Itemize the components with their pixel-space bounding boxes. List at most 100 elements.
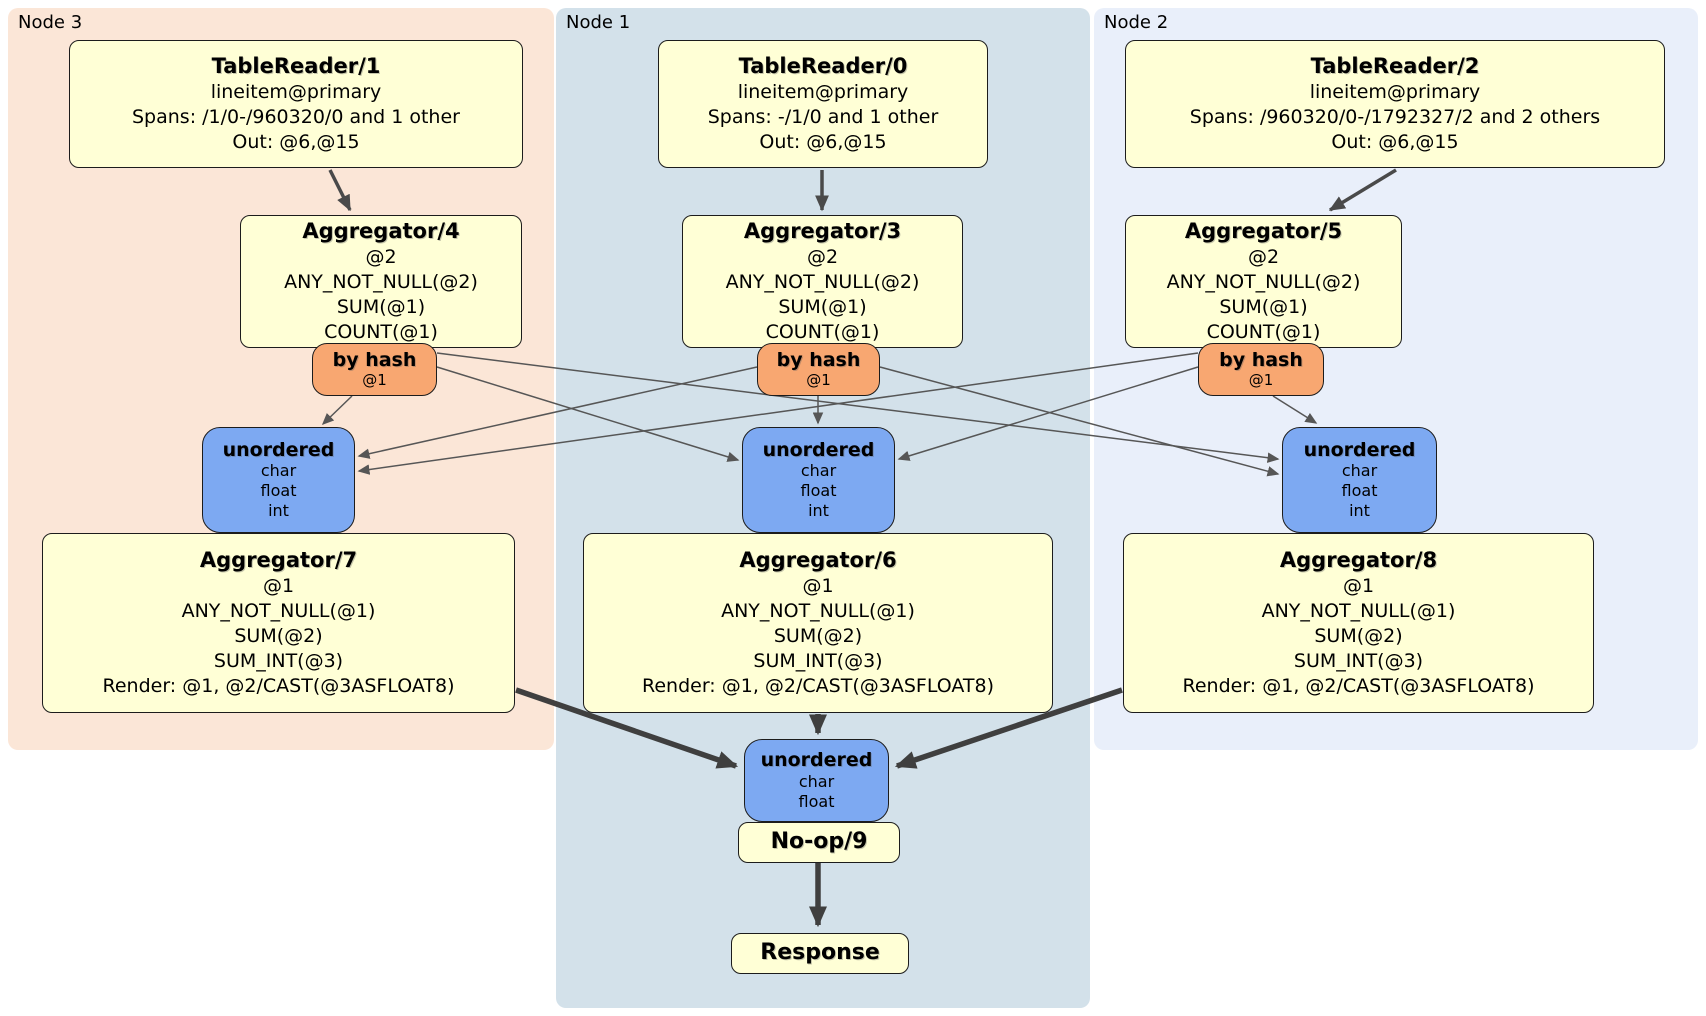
edge-hash4-sync3: [321, 395, 353, 426]
agg-func: SUM_INT(@3): [1293, 650, 1424, 673]
group-cols: @2: [1247, 245, 1280, 268]
sync-title: unordered: [760, 749, 873, 772]
sync-type: char: [798, 771, 835, 791]
agg-func: COUNT(@1): [1206, 321, 1321, 344]
edge-hash5-sync3: [357, 352, 1199, 475]
router-title: by hash: [776, 349, 861, 372]
sync-unordered-node2: unordered char float int: [1282, 427, 1437, 533]
processor-noop-9: No-op/9: [738, 822, 900, 863]
render-expr: Render: @1, @2/CAST(@3ASFLOAT8): [642, 675, 994, 698]
agg-func: SUM_INT(@3): [753, 650, 883, 673]
router-title: by hash: [1219, 349, 1303, 372]
response-node: Response: [731, 933, 909, 974]
edge-hash3-sync2: [879, 366, 1280, 477]
sync-unordered-final: unordered char float: [744, 739, 889, 822]
router-by-hash-node3: by hash @1: [312, 343, 437, 396]
sync-unordered-node1: unordered char float int: [742, 427, 895, 533]
sync-type: float: [260, 481, 297, 501]
sync-title: unordered: [222, 438, 335, 461]
agg-func: ANY_NOT_NULL(@1): [721, 600, 915, 623]
router-by-hash-node1: by hash @1: [757, 343, 880, 396]
edge-tr1-agg4: [328, 169, 352, 212]
group-cols: @2: [365, 245, 397, 268]
agg-func: ANY_NOT_NULL(@2): [284, 271, 478, 294]
processor-spans: Spans: /1/0-/960320/0 and 1 other: [132, 106, 460, 129]
processor-title: No-op/9: [770, 829, 868, 855]
edge-agg8-final-sync: [894, 687, 1123, 769]
sync-type: float: [800, 481, 837, 501]
processor-out: Out: @6,@15: [1331, 131, 1459, 154]
processor-tablereader-0: TableReader/0 lineitem@primary Spans: -/…: [658, 40, 988, 168]
processor-index: lineitem@primary: [210, 81, 382, 104]
edge-tr2-agg5: [1328, 168, 1397, 212]
response-title: Response: [760, 940, 880, 966]
sync-type: float: [1341, 481, 1378, 501]
sync-type: int: [268, 501, 289, 521]
processor-title: TableReader/1: [211, 53, 381, 78]
router-by-hash-node2: by hash @1: [1198, 343, 1324, 396]
processor-aggregator-8: Aggregator/8 @1 ANY_NOT_NULL(@1) SUM(@2)…: [1123, 533, 1594, 713]
agg-func: SUM(@1): [778, 296, 867, 319]
router-cols: @1: [806, 371, 831, 390]
sync-unordered-node3: unordered char float int: [202, 427, 355, 533]
processor-index: lineitem@primary: [1309, 81, 1481, 104]
processor-spans: Spans: /960320/0-/1792327/2 and 2 others: [1189, 106, 1601, 129]
agg-func: SUM(@1): [1219, 296, 1308, 319]
edge-hash4-sync2: [436, 352, 1280, 463]
processor-aggregator-5: Aggregator/5 @2 ANY_NOT_NULL(@2) SUM(@1)…: [1125, 215, 1402, 348]
processor-aggregator-3: Aggregator/3 @2 ANY_NOT_NULL(@2) SUM(@1)…: [682, 215, 963, 348]
processor-title: TableReader/2: [1310, 53, 1480, 78]
router-title: by hash: [332, 349, 417, 372]
agg-func: COUNT(@1): [765, 321, 880, 344]
group-cols: @1: [802, 574, 834, 597]
group-cols: @1: [262, 574, 295, 597]
edge-hash3-sync3: [357, 366, 758, 459]
agg-func: SUM(@2): [773, 625, 863, 648]
group-cols: @1: [1342, 574, 1375, 597]
processor-out: Out: @6,@15: [232, 131, 360, 154]
processor-aggregator-6: Aggregator/6 @1 ANY_NOT_NULL(@1) SUM(@2)…: [583, 533, 1053, 713]
edge-hash5-sync1: [897, 366, 1199, 461]
node-3-label: Node 3: [18, 12, 83, 33]
sync-type: char: [1341, 461, 1378, 481]
processor-tablereader-1: TableReader/1 lineitem@primary Spans: /1…: [69, 40, 523, 168]
processor-out: Out: @6,@15: [759, 131, 887, 154]
processor-title: Aggregator/8: [1279, 547, 1438, 572]
node-1-label: Node 1: [566, 12, 631, 33]
group-cols: @2: [806, 245, 839, 268]
sync-type: char: [800, 461, 837, 481]
edge-hash4-sync1: [436, 366, 740, 462]
processor-title: Aggregator/7: [199, 547, 358, 572]
agg-func: SUM(@2): [234, 625, 323, 648]
agg-func: SUM(@2): [1314, 625, 1403, 648]
edge-agg7-final-sync: [515, 687, 739, 769]
agg-func: ANY_NOT_NULL(@1): [1261, 600, 1456, 623]
router-cols: @1: [1248, 371, 1274, 390]
processor-title: Aggregator/5: [1184, 218, 1343, 243]
processor-title: TableReader/0: [738, 53, 908, 78]
render-expr: Render: @1, @2/CAST(@3ASFLOAT8): [102, 675, 455, 698]
agg-func: ANY_NOT_NULL(@2): [725, 271, 920, 294]
sync-title: unordered: [762, 438, 875, 461]
agg-func: SUM_INT(@3): [213, 650, 344, 673]
processor-title: Aggregator/3: [743, 218, 902, 243]
processor-title: Aggregator/4: [302, 218, 460, 243]
node-2-label: Node 2: [1104, 12, 1169, 33]
processor-spans: Spans: -/1/0 and 1 other: [707, 106, 939, 129]
edge-hash5-sync2: [1272, 395, 1318, 424]
processor-tablereader-2: TableReader/2 lineitem@primary Spans: /9…: [1125, 40, 1665, 168]
processor-title: Aggregator/6: [739, 547, 897, 572]
agg-func: ANY_NOT_NULL(@1): [181, 600, 376, 623]
router-cols: @1: [362, 371, 387, 390]
sync-type: int: [808, 501, 829, 521]
sync-type: int: [1349, 501, 1370, 521]
agg-func: ANY_NOT_NULL(@2): [1166, 271, 1361, 294]
sync-type: char: [260, 461, 297, 481]
sync-type: float: [798, 791, 835, 811]
sync-title: unordered: [1303, 438, 1416, 461]
processor-aggregator-4: Aggregator/4 @2 ANY_NOT_NULL(@2) SUM(@1)…: [240, 215, 522, 348]
agg-func: COUNT(@1): [324, 321, 438, 344]
agg-func: SUM(@1): [336, 296, 426, 319]
